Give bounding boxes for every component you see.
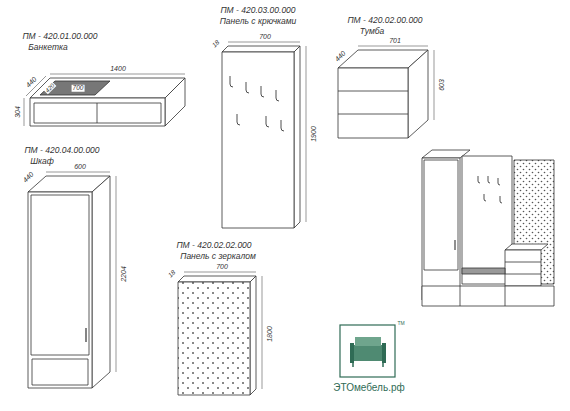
dimension: 1900 bbox=[310, 126, 317, 142]
dimension: 700 bbox=[259, 33, 271, 40]
dimension: 440 bbox=[333, 49, 346, 62]
part-name: Шкаф bbox=[30, 157, 54, 166]
logo bbox=[340, 325, 395, 377]
part-number: ПМ - 420.02.00.000 bbox=[347, 16, 422, 25]
part-name: Панель с зеркалом bbox=[180, 252, 256, 261]
dimension: 2204 bbox=[120, 266, 127, 282]
part-number: ПМ - 420.04.00.000 bbox=[24, 146, 99, 155]
part-number: ПМ - 420.01.00.000 bbox=[22, 32, 97, 41]
dimension: 1400 bbox=[110, 65, 126, 72]
dimension: 18 bbox=[211, 39, 221, 49]
part-name: Банкетка bbox=[28, 43, 67, 52]
wardrobe-drawing bbox=[28, 172, 116, 388]
trademark: TM bbox=[397, 321, 404, 326]
hook-panel-drawing bbox=[222, 42, 306, 228]
dimension: 304 bbox=[14, 106, 21, 118]
cabinet-drawing bbox=[338, 46, 434, 138]
dimension: 440 bbox=[21, 170, 34, 183]
assembled-set-drawing bbox=[422, 150, 554, 306]
dimension: 600 bbox=[74, 163, 86, 170]
dimension: 700 bbox=[216, 263, 228, 270]
dimension: 603 bbox=[438, 79, 445, 91]
part-number: ПМ - 420.02.02.000 bbox=[176, 241, 251, 250]
dimension: 1800 bbox=[266, 326, 273, 342]
dimension: 700 bbox=[72, 85, 85, 92]
part-name: Тумба bbox=[360, 27, 385, 36]
part-name: Панель с крючками bbox=[220, 17, 297, 26]
part-number: ПМ - 420.03.00.000 bbox=[220, 6, 295, 15]
logo-text: ЭТОмебель.рф bbox=[333, 383, 404, 393]
mirror-panel-drawing bbox=[178, 272, 262, 395]
bench-drawing bbox=[24, 74, 185, 126]
dimension: 701 bbox=[389, 37, 401, 44]
dimension: 18 bbox=[167, 269, 177, 279]
